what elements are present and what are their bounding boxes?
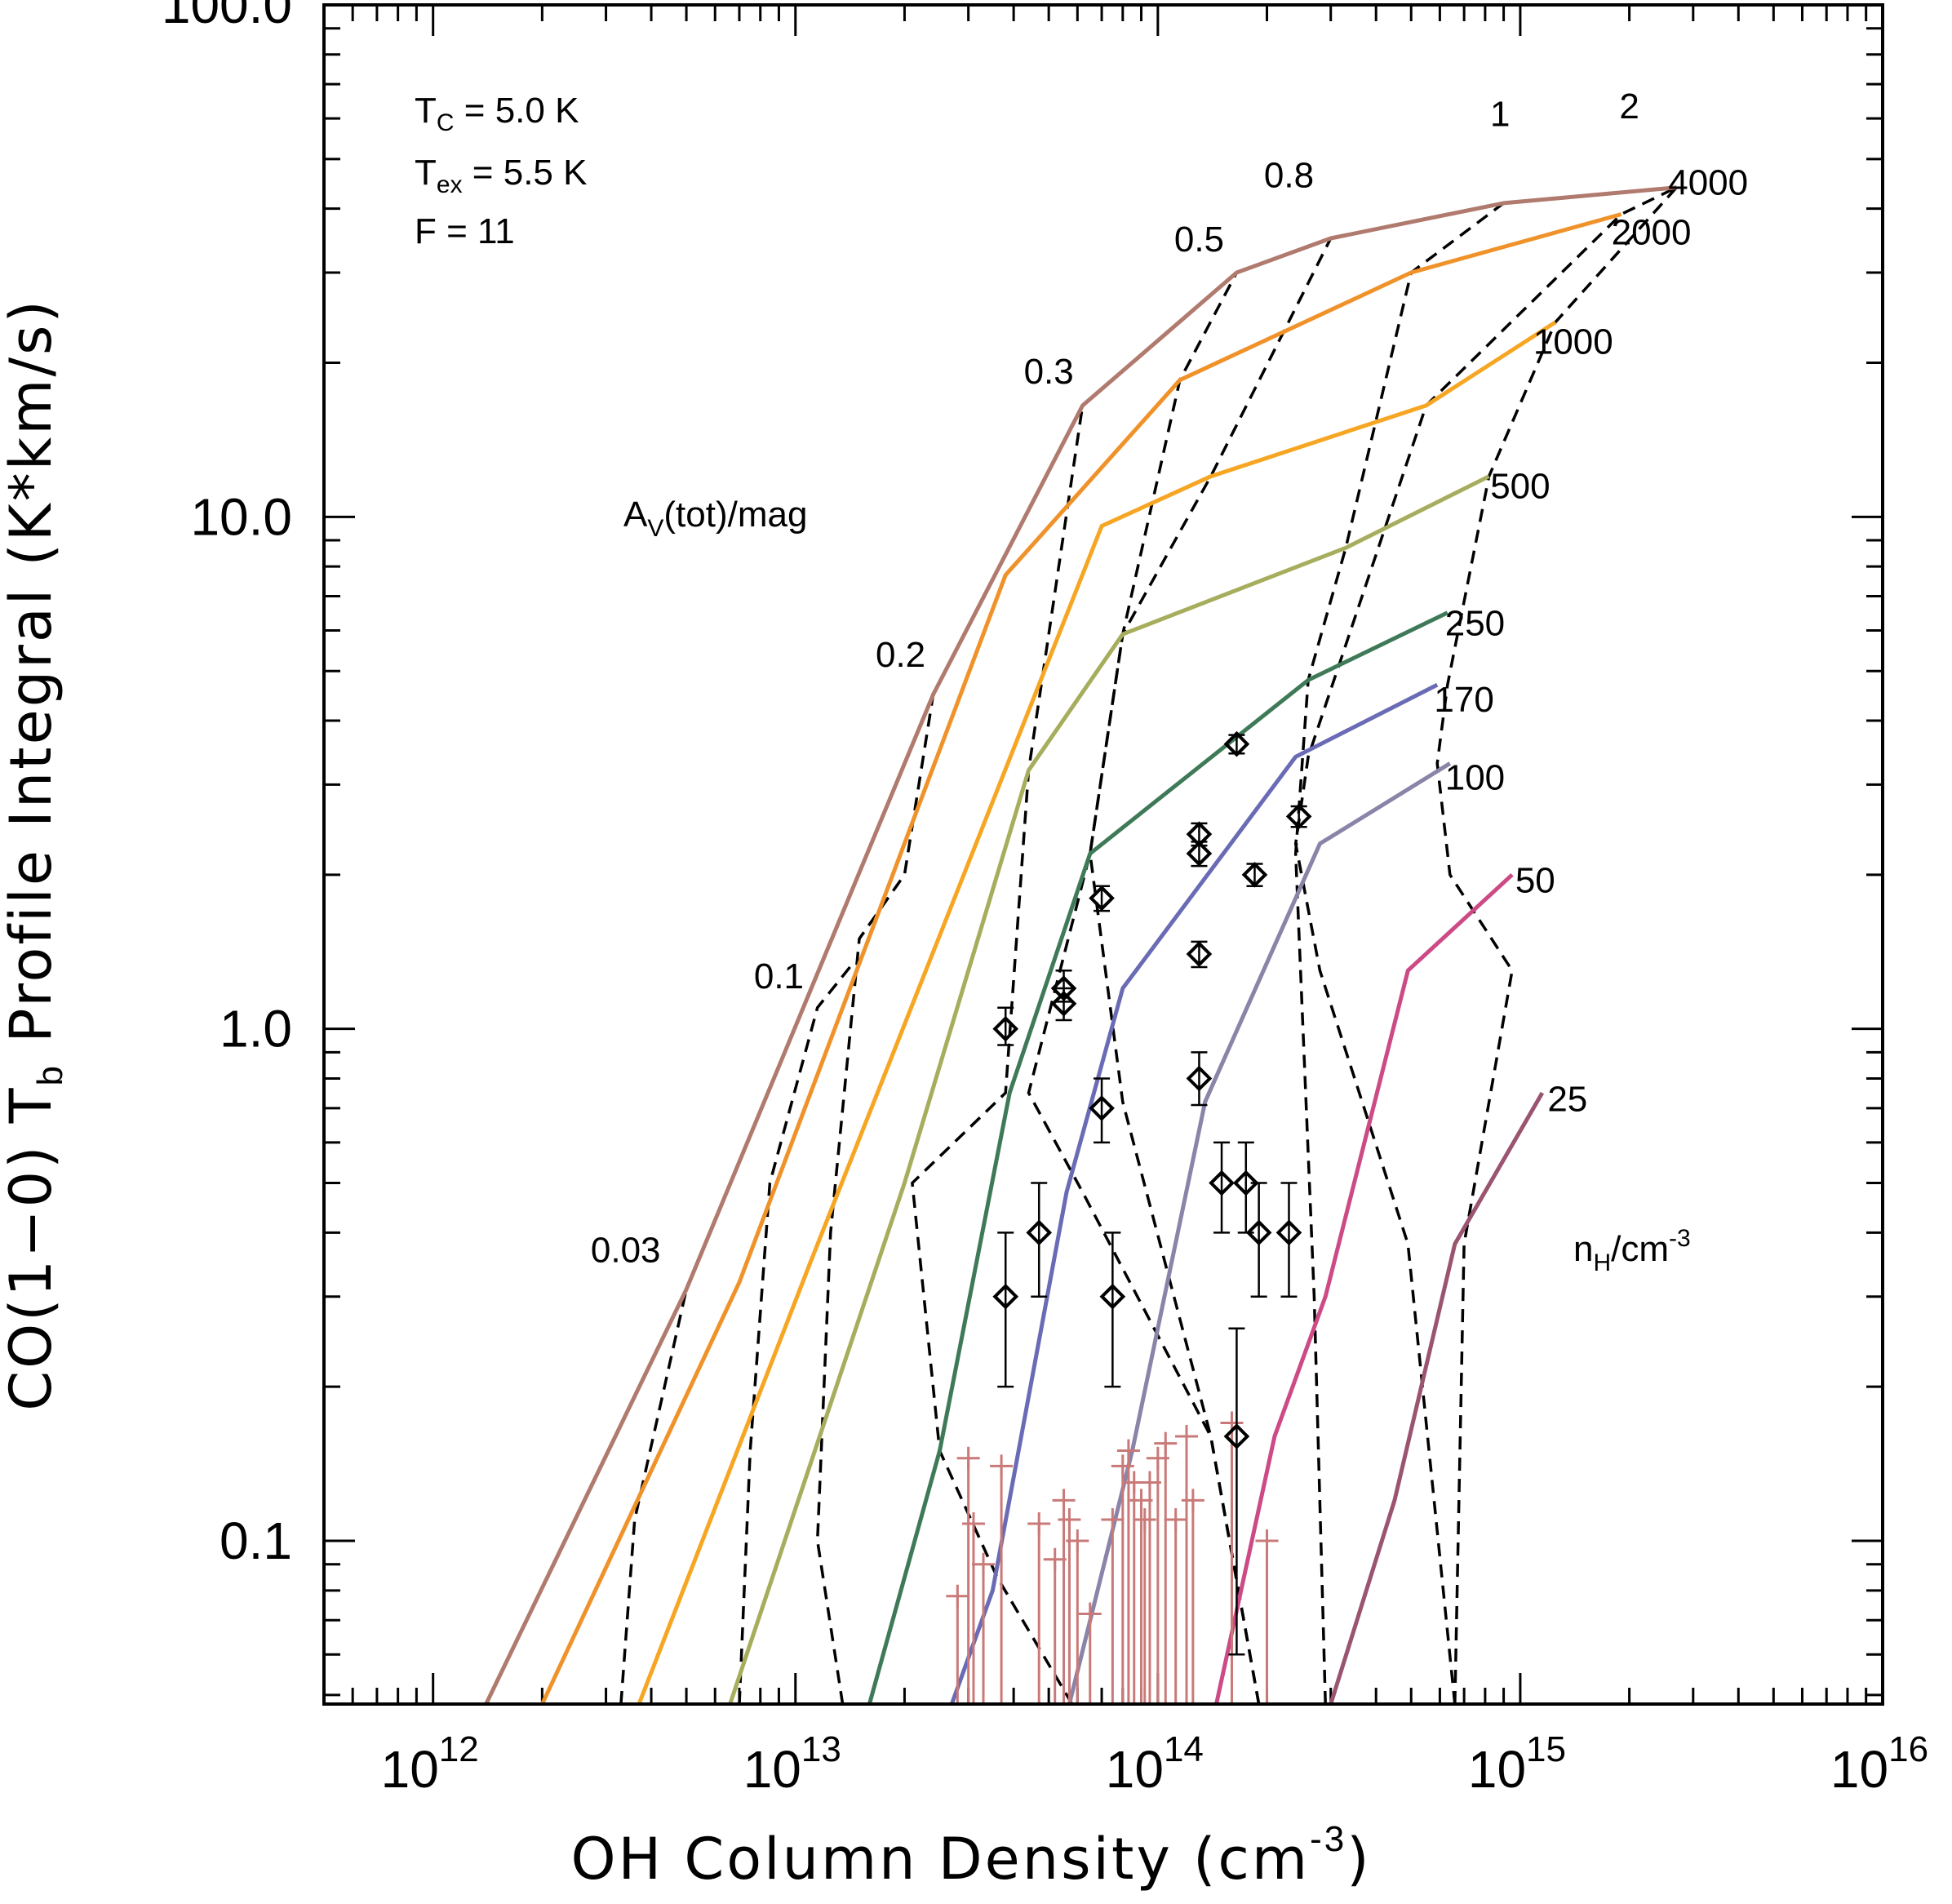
density-curve [1329, 1091, 1545, 1704]
density-curve [540, 212, 1622, 1704]
detection-marker [1209, 1169, 1235, 1196]
param-f: F = 11 [415, 211, 515, 251]
extinction-curve [1027, 272, 1261, 1704]
extinction-label: 0.8 [1264, 156, 1314, 196]
density-label: 100 [1445, 757, 1505, 797]
y-tick-label: 1.0 [220, 1000, 292, 1059]
extinction-label: 0.03 [591, 1231, 661, 1271]
detection-marker [1026, 1219, 1053, 1246]
detection-marker [992, 1015, 1019, 1042]
detection-marker [992, 1283, 1019, 1310]
extinction-curve [1435, 186, 1678, 1704]
y-axis-title: CO(1−0) Tb Profile Integral (K*km/s) [0, 298, 70, 1411]
density-label: 50 [1515, 861, 1555, 901]
extinction-label: 0.2 [876, 635, 925, 675]
extinction-label: 0.3 [1024, 352, 1074, 392]
density-curve [949, 682, 1439, 1704]
detection-marker [1050, 990, 1077, 1017]
detection-marker [1223, 730, 1250, 757]
axis-ticks [322, 3, 1884, 1704]
density-label: 170 [1434, 680, 1493, 720]
x-tick-label: 1015 [1468, 1729, 1566, 1799]
extinction-curve [1293, 186, 1678, 1704]
param-tex: Tex = 5.5 K [415, 153, 587, 198]
density-label: 500 [1490, 466, 1550, 506]
nh-title: nH/cm-3 [1573, 1225, 1691, 1276]
density-curve [637, 320, 1557, 1704]
y-tick-label: 100.0 [162, 0, 292, 34]
plot-frame [322, 3, 1884, 1706]
x-tick-label: 1013 [743, 1729, 841, 1799]
detection-marker [1241, 862, 1268, 888]
detection-marker [1186, 1065, 1213, 1092]
chart-labels: 1012 1013 1014 1015 1016 0.1 1.0 10.0 100.0 0.03 0… [162, 0, 1928, 1799]
extinction-label: 2 [1619, 87, 1639, 126]
density-curve [1067, 761, 1452, 1704]
x-tick-label: 1016 [1830, 1729, 1928, 1799]
density-curve [1214, 872, 1514, 1704]
detection-marker [1099, 1283, 1126, 1310]
detection-marker [1089, 885, 1115, 912]
density-curve [484, 185, 1677, 1704]
detection-marker [1245, 1219, 1272, 1246]
extinction-curve [738, 961, 855, 1704]
detection-marker [1186, 841, 1213, 867]
extinction-label: 1 [1490, 94, 1510, 134]
y-tick-label: 0.1 [220, 1511, 292, 1570]
plot-area [484, 185, 1678, 1704]
x-axis-title: OH Column Density (cm-3) [570, 1819, 1371, 1893]
detection-marker [1186, 941, 1213, 967]
detection-marker [1285, 803, 1312, 830]
x-tick-label: 1014 [1106, 1729, 1204, 1799]
detection-marker [1275, 1219, 1302, 1246]
extinction-label: 0.1 [754, 956, 804, 996]
extinction-label: 0.5 [1174, 220, 1224, 260]
extinction-curve [815, 694, 935, 1704]
av-title: AV(tot)/mag [623, 495, 807, 542]
param-tc: TC = 5.0 K [415, 91, 579, 136]
extinction-curve [619, 1289, 688, 1704]
y-tick-label: 10.0 [190, 487, 292, 546]
detection-marker [1223, 1423, 1250, 1449]
density-label: 2000 [1612, 212, 1692, 252]
density-label: 1000 [1533, 322, 1613, 362]
detection-marker [1089, 1095, 1115, 1121]
density-label: 25 [1547, 1079, 1587, 1119]
density-label: 4000 [1668, 163, 1748, 203]
density-label: 250 [1445, 604, 1505, 644]
x-tick-label: 1012 [381, 1729, 479, 1799]
density-curve [728, 474, 1490, 1704]
detection-marker [1232, 1169, 1259, 1196]
extinction-curve [1089, 237, 1333, 1704]
density-curve [867, 610, 1448, 1704]
